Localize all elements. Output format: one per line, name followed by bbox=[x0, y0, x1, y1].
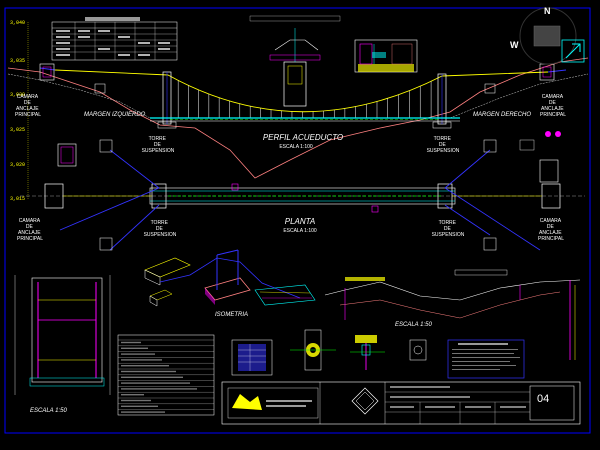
plan-right-tower-label: TORRE DE SUSPENSION bbox=[432, 220, 465, 238]
table-cell bbox=[121, 347, 148, 349]
right-margin-label: MARGEN DERECHO bbox=[473, 112, 531, 118]
table-cell bbox=[121, 365, 169, 367]
elevation-tick: 3,030 bbox=[10, 92, 25, 98]
elevation-tick: 3,035 bbox=[10, 58, 25, 64]
plan-title: PLANTA bbox=[285, 217, 316, 226]
left-margin-label: MARGEN IZQUIERDO bbox=[84, 112, 146, 118]
plan-scale: ESCALA 1:100 bbox=[283, 228, 317, 234]
elevation-axis: 3,040 3,035 3,030 3,025 3,020 3,015 bbox=[10, 20, 29, 202]
profile-chamber-left bbox=[39, 63, 55, 81]
left-scale-label: ESCALA 1:50 bbox=[30, 408, 67, 414]
plan-left-tower-label: TORRE DE SUSPENSION bbox=[144, 220, 177, 238]
profile-scale: ESCALA 1:100 bbox=[279, 144, 313, 150]
table-cell bbox=[121, 411, 165, 413]
compass-north: N bbox=[544, 6, 551, 16]
left-chamber-label: CAMARA DE ANCLAJE PRINCIPAL bbox=[15, 94, 41, 118]
table-cell bbox=[121, 388, 197, 390]
table-cell bbox=[121, 399, 151, 402]
specs-table bbox=[117, 334, 215, 416]
right-tower-label: TORRE DE SUSPENSION bbox=[427, 136, 460, 154]
compass-west: W bbox=[510, 40, 519, 50]
right-scale-label: ESCALA 1:50 bbox=[395, 322, 432, 328]
profile-tower-left bbox=[157, 71, 177, 129]
isometric-label: ISOMETRIA bbox=[215, 312, 248, 318]
sheet-number: 04 bbox=[537, 393, 549, 405]
profile-pipe bbox=[150, 117, 460, 122]
notes-box bbox=[447, 339, 525, 379]
elevation-tick: 3,015 bbox=[10, 196, 25, 202]
profile-labels: CAMARA DE ANCLAJE PRINCIPAL CAMARA DE AN… bbox=[15, 94, 566, 154]
table-cell bbox=[121, 382, 190, 384]
isometric-detail: ISOMETRIA bbox=[144, 249, 316, 318]
table-cell bbox=[121, 370, 176, 373]
plan-left-chamber-label: CAMARA DE ANCLAJE PRINCIPAL bbox=[17, 218, 43, 242]
table-cell bbox=[121, 376, 183, 378]
right-chamber-label: CAMARA DE ANCLAJE PRINCIPAL bbox=[540, 94, 566, 118]
quantities-table bbox=[51, 17, 178, 61]
plan-view bbox=[20, 131, 585, 251]
hangers bbox=[177, 80, 432, 118]
profile-title: PERFIL ACUEDUCTO bbox=[263, 133, 343, 142]
table-cell bbox=[121, 405, 158, 407]
plan-labels: CAMARA DE ANCLAJE PRINCIPAL CAMARA DE AN… bbox=[17, 217, 564, 242]
plan-right-chamber-label: CAMARA DE ANCLAJE PRINCIPAL bbox=[538, 218, 564, 242]
table-cell bbox=[121, 341, 141, 344]
left-tower-label: TORRE DE SUSPENSION bbox=[142, 136, 175, 154]
table-cell bbox=[121, 394, 144, 396]
sheet-border bbox=[4, 7, 591, 434]
elevation-tick: 3,020 bbox=[10, 162, 25, 168]
bottom-left-section: ESCALA 1:50 bbox=[14, 275, 111, 414]
top-right-detail bbox=[354, 39, 418, 73]
profile-tower-right bbox=[432, 73, 452, 129]
elevation-tick: 3,040 bbox=[10, 20, 25, 26]
table-cell bbox=[121, 353, 155, 355]
elevation-tick: 3,025 bbox=[10, 127, 25, 133]
viewcube-compass[interactable]: N W bbox=[510, 6, 577, 65]
mid-details bbox=[231, 329, 427, 376]
title-block: 04 bbox=[221, 381, 581, 425]
main-cable bbox=[54, 69, 549, 113]
embankment-section: ESCALA 1:50 bbox=[324, 269, 581, 360]
ucs-icon bbox=[561, 39, 585, 63]
table-cell bbox=[121, 359, 162, 361]
top-section-detail bbox=[249, 15, 341, 107]
